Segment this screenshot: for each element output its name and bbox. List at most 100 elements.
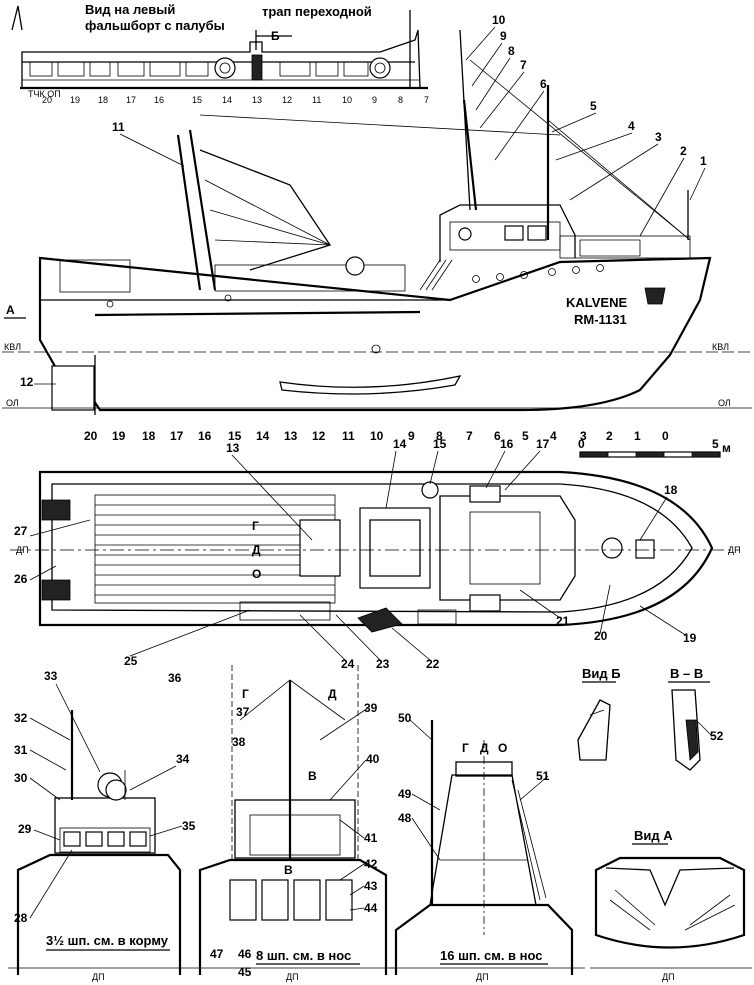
frame-num: 10 bbox=[342, 95, 352, 105]
callouts: 1 2 3 4 5 6 7 8 9 10 11 12 13 14 15 16 1… bbox=[14, 13, 724, 979]
callout-13: 13 bbox=[226, 441, 240, 455]
frame-num: 19 bbox=[112, 429, 126, 443]
callout-40: 40 bbox=[366, 752, 380, 766]
frame-num: 16 bbox=[154, 95, 164, 105]
scale-unit: м bbox=[722, 441, 731, 455]
callout-43: 43 bbox=[364, 879, 378, 893]
callout-5: 5 bbox=[590, 99, 597, 113]
frame-num: 12 bbox=[282, 95, 292, 105]
frame-num: 15 bbox=[228, 429, 242, 443]
callout-31: 31 bbox=[14, 743, 28, 757]
frame-num: 17 bbox=[170, 429, 184, 443]
boom-mark-o: О bbox=[252, 567, 261, 581]
vessel-registration: RM-1131 bbox=[574, 312, 627, 327]
frame-num: 18 bbox=[142, 429, 156, 443]
callout-50: 50 bbox=[398, 711, 412, 725]
section-a-marker: А bbox=[6, 303, 15, 317]
frame-num: 1 bbox=[634, 429, 641, 443]
scale-start: 0 bbox=[578, 437, 585, 451]
frame-num: 8 bbox=[398, 95, 403, 105]
callout-34: 34 bbox=[176, 752, 190, 766]
frame-num: 16 bbox=[198, 429, 212, 443]
bulwark-view-title-1: Вид на левый bbox=[85, 2, 175, 17]
gangway-label: трап переходной bbox=[262, 4, 372, 19]
callout-52: 52 bbox=[710, 729, 724, 743]
callout-7: 7 bbox=[520, 58, 527, 72]
view-a-title: Вид А bbox=[634, 828, 673, 843]
callout-21: 21 bbox=[556, 614, 570, 628]
callout-51: 51 bbox=[536, 769, 550, 783]
callout-12: 12 bbox=[20, 375, 34, 389]
frame-num: 2 bbox=[606, 429, 613, 443]
svg-text:ТЧК ОП: ТЧК ОП bbox=[28, 89, 61, 99]
section-vv-title: В – В bbox=[670, 666, 703, 681]
section-aft: 3½ шп. см. в корму ДП bbox=[8, 710, 190, 982]
side-elevation: KALVENE RM-1131 КВЛ КВЛ ОЛ ОЛ А bbox=[2, 29, 752, 415]
callout-35: 35 bbox=[182, 819, 196, 833]
callout-28: 28 bbox=[14, 911, 28, 925]
callout-18: 18 bbox=[664, 483, 678, 497]
frame-scale-side: 20 19 18 17 16 15 14 13 12 11 10 9 8 7 6… bbox=[84, 429, 669, 443]
dp-label-right: ДП bbox=[728, 545, 741, 555]
frame-num: 9 bbox=[408, 429, 415, 443]
callout-47: 47 bbox=[210, 947, 224, 961]
bulwark-view-title-2: фальшборт с палубы bbox=[85, 18, 225, 33]
ol-label-right: ОЛ bbox=[718, 398, 731, 408]
callout-17: 17 bbox=[536, 437, 550, 451]
view-b-title: Вид Б bbox=[582, 666, 621, 681]
callout-11: 11 bbox=[112, 120, 125, 134]
bulwark-view: Вид на левый фальшборт с палубы трап пер… bbox=[11, 2, 428, 99]
callout-14: 14 bbox=[393, 437, 407, 451]
callout-9: 9 bbox=[500, 29, 507, 43]
frame-num: 10 bbox=[370, 429, 384, 443]
boom-mark-g: Г bbox=[252, 519, 259, 533]
callout-15: 15 bbox=[433, 437, 447, 451]
boom-mark-g-fwd: Г bbox=[462, 741, 469, 755]
frame-num: 14 bbox=[256, 429, 270, 443]
callout-27: 27 bbox=[14, 524, 28, 538]
callout-8: 8 bbox=[508, 44, 515, 58]
callout-46: 46 bbox=[238, 947, 252, 961]
frame-num: 12 bbox=[312, 429, 326, 443]
kvl-label-left: КВЛ bbox=[4, 342, 21, 352]
dp-label-fwd: ДП bbox=[476, 972, 489, 982]
frame-num: 0 bbox=[662, 429, 669, 443]
view-a: Вид А ДП bbox=[590, 828, 752, 982]
boom-mark-d-fwd: Д bbox=[480, 741, 489, 755]
callout-36: 36 bbox=[168, 671, 182, 685]
frame-num: 11 bbox=[312, 95, 321, 105]
dp-label-view-a: ДП bbox=[662, 972, 675, 982]
section-mid: Г Д В В 8 шп. см. в нос ДП bbox=[190, 665, 394, 982]
deck-plan: ДП ДП Г Д О bbox=[10, 470, 741, 633]
caption-aft: 3½ шп. см. в корму bbox=[46, 933, 169, 948]
ol-label-left: ОЛ bbox=[6, 398, 19, 408]
frame-num: 7 bbox=[466, 429, 473, 443]
frame-num: 20 bbox=[42, 95, 52, 105]
callout-26: 26 bbox=[14, 572, 28, 586]
boom-mark-d: Д bbox=[252, 543, 261, 557]
frame-num: 7 bbox=[424, 95, 429, 105]
vessel-name: KALVENE bbox=[566, 295, 627, 310]
boom-mark-d-mid: Д bbox=[328, 687, 337, 701]
callout-6: 6 bbox=[540, 77, 547, 91]
caption-mid: 8 шп. см. в нос bbox=[256, 948, 351, 963]
boom-mark-g-mid: Г bbox=[242, 687, 249, 701]
callout-24: 24 bbox=[341, 657, 355, 671]
callout-3: 3 bbox=[655, 130, 662, 144]
frame-num: 5 bbox=[522, 429, 529, 443]
frame-num: 13 bbox=[252, 95, 262, 105]
callout-10: 10 bbox=[492, 13, 506, 27]
frame-num: 14 bbox=[222, 95, 232, 105]
frame-num: 19 bbox=[70, 95, 80, 105]
view-b: Вид Б bbox=[577, 666, 621, 761]
scale-end: 5 bbox=[712, 437, 719, 451]
leader-lines bbox=[29, 26, 713, 919]
frame-num: 13 bbox=[284, 429, 298, 443]
callout-33: 33 bbox=[44, 669, 58, 683]
callout-19: 19 bbox=[683, 631, 697, 645]
frame-num: 18 bbox=[98, 95, 108, 105]
frame-num: 8 bbox=[436, 429, 443, 443]
frame-num: 4 bbox=[550, 429, 557, 443]
callout-42: 42 bbox=[364, 857, 378, 871]
